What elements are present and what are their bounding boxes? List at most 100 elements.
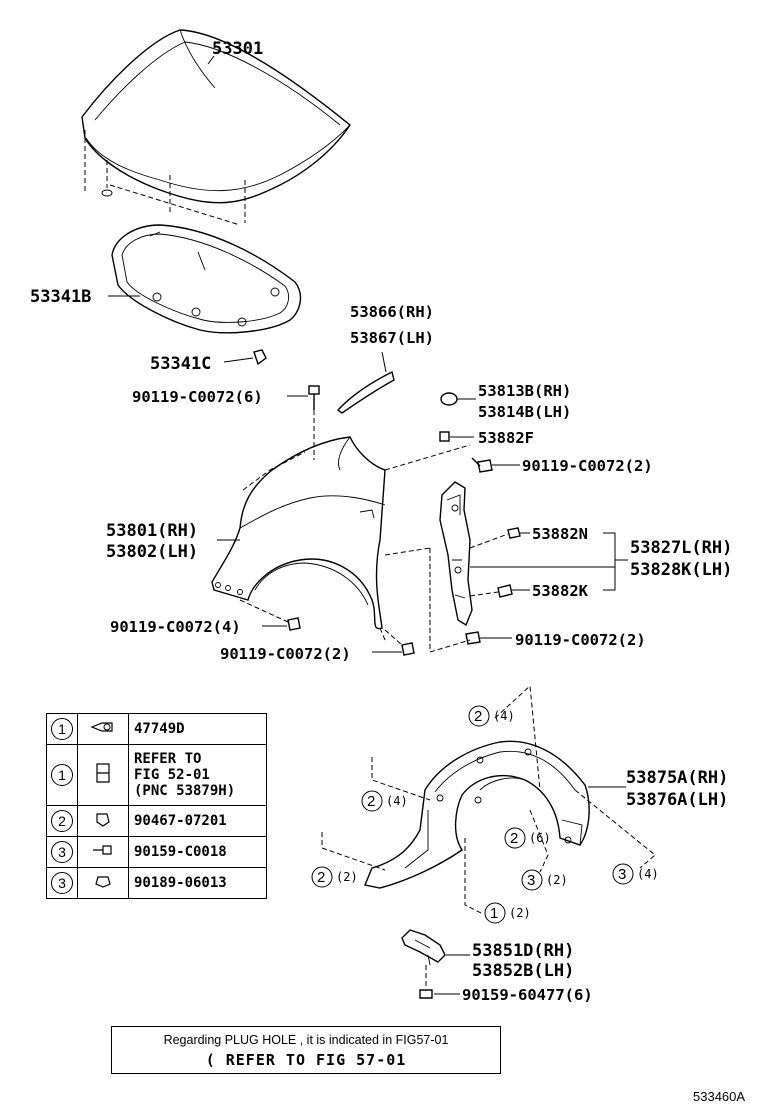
hood-bolt-icon	[308, 385, 320, 410]
fender-rh-label: 53801(RH)	[106, 521, 198, 541]
legend-num: 1	[51, 764, 73, 786]
hood-seal-drawing	[111, 224, 302, 334]
callout-2-d: 2 (2)	[311, 866, 358, 888]
legend-row: 2 90467-07201	[46, 805, 267, 837]
clip-k-label: 53882K	[532, 582, 589, 600]
hood-label: 53301	[212, 39, 263, 59]
fender-cap-icon	[440, 392, 458, 406]
hood-leader	[207, 55, 215, 65]
legend-line: FIG 52-01	[134, 767, 210, 783]
legend-part: 90467-07201	[128, 805, 267, 837]
callout-2-a: 2 (4)	[468, 705, 515, 727]
clip-f-label: 53882F	[478, 429, 534, 447]
svg-text:2: 2	[474, 708, 482, 725]
reference-main: ( REFER TO FIG 57-01	[205, 1051, 407, 1069]
clip-n-icon	[507, 527, 521, 539]
svg-text:(2): (2)	[336, 870, 358, 884]
upper-bolt-icon	[471, 457, 493, 473]
clip-n-label: 53882N	[532, 525, 588, 543]
legend-row: 3 90159-C0018	[46, 836, 267, 868]
legend-part: 47749D	[128, 713, 267, 745]
svg-text:2: 2	[367, 793, 375, 810]
seal-drawing	[401, 929, 446, 966]
legend-line: REFER TO	[134, 751, 202, 767]
seal-clip-icon	[253, 349, 267, 366]
clip-k-dash	[469, 591, 499, 597]
seal-screw-label: 90159-60477(6)	[462, 986, 593, 1004]
upper-bolt-label: 90119-C0072(2)	[522, 457, 653, 475]
cowl-seal-rh-label: 53866(RH)	[350, 303, 434, 321]
plug-hole-reference-box: Regarding PLUG HOLE , it is indicated in…	[111, 1026, 501, 1074]
legend-row: 1 47749D	[46, 713, 267, 745]
liner-rh-label: 53875A(RH)	[626, 768, 728, 788]
cowl-seal-leader	[381, 351, 387, 373]
clip-k-icon	[497, 584, 513, 598]
liner-lh-label: 53876A(LH)	[626, 790, 728, 810]
figure-number: 533460A	[693, 1089, 746, 1104]
fender-lh-label: 53802(LH)	[106, 542, 198, 562]
legend-row: 3 90189-06013	[46, 867, 267, 899]
svg-text:(4): (4)	[493, 709, 515, 723]
svg-text:2: 2	[510, 830, 518, 847]
legend-num: 2	[51, 810, 73, 832]
svg-text:(4): (4)	[386, 794, 408, 808]
bracket-bolt-icon	[465, 631, 481, 645]
callout-3-a: 3 (2)	[521, 869, 568, 891]
push-clip-icon	[96, 813, 110, 827]
retainer-icon	[96, 763, 110, 783]
svg-text:1: 1	[490, 905, 498, 922]
legend-num: 3	[51, 841, 73, 863]
callout-2-b: 2 (4)	[361, 790, 408, 812]
front-bolt-icon	[239, 599, 301, 631]
svg-text:(6): (6)	[529, 831, 551, 845]
bracket-lh-label: 53828K(LH)	[630, 560, 732, 580]
cowl-seal-drawing	[336, 370, 395, 414]
svg-text:3: 3	[527, 872, 535, 889]
fender-cap-lh-label: 53814B(LH)	[478, 403, 571, 421]
svg-text:(2): (2)	[509, 906, 531, 920]
cowl-seal-lh-label: 53867(LH)	[350, 329, 434, 347]
nut-icon	[95, 876, 111, 888]
lower-bolt-label: 90119-C0072(2)	[220, 645, 351, 663]
legend-line: (PNC 53879H)	[134, 783, 236, 799]
bracket-bolt-label: 90119-C0072(2)	[515, 631, 646, 649]
hood-bolt-label: 90119-C0072(6)	[132, 388, 263, 406]
screw-icon	[93, 845, 112, 855]
callout-2-c: 2 (6)	[504, 827, 551, 849]
seal-screw-icon	[419, 965, 433, 999]
legend-num: 1	[51, 718, 73, 740]
front-bolt-label: 90119-C0072(4)	[110, 618, 241, 636]
legend-part: REFER TO FIG 52-01 (PNC 53879H)	[128, 744, 267, 806]
liner-dash	[321, 684, 656, 915]
svg-text:3: 3	[618, 866, 626, 883]
fender-dash	[242, 410, 471, 641]
fender-cap-rh-label: 53813B(RH)	[478, 382, 571, 400]
fender-liner-drawing	[364, 740, 590, 889]
clip-n-dash	[469, 533, 509, 549]
svg-text:(4): (4)	[637, 867, 659, 881]
legend-row: 1 REFER TO FIG 52-01 (PNC 53879H)	[46, 744, 267, 806]
legend-part: 90189-06013	[128, 867, 267, 899]
svg-text:2: 2	[317, 869, 325, 886]
bracket-brace	[470, 532, 628, 591]
fender-drawing	[211, 436, 386, 630]
callout-1-a: 1 (2)	[484, 902, 531, 924]
bracket-dash	[429, 548, 471, 653]
seal-clip-leader	[223, 357, 254, 363]
svg-text:(2): (2)	[546, 873, 568, 887]
bracket-rh-label: 53827L(RH)	[630, 538, 732, 558]
seal-lh-label: 53852B(LH)	[472, 961, 574, 981]
legend-num: 3	[51, 872, 73, 894]
legend-part: 90159-C0018	[128, 836, 267, 868]
reference-note: Regarding PLUG HOLE , it is indicated in…	[163, 1033, 449, 1047]
bracket-drawing	[439, 481, 473, 627]
seal-clip-label: 53341C	[150, 354, 211, 374]
hood-drawing	[81, 29, 351, 226]
lower-bolt-icon	[384, 629, 415, 656]
hood-seal-label: 53341B	[30, 287, 91, 307]
clip-f-icon	[439, 431, 450, 442]
clip-icon	[90, 722, 113, 732]
seal-rh-label: 53851D(RH)	[472, 941, 574, 961]
fastener-legend-table: 1 47749D 1 REFER TO FIG 52-01 (PNC 53879…	[46, 713, 267, 899]
